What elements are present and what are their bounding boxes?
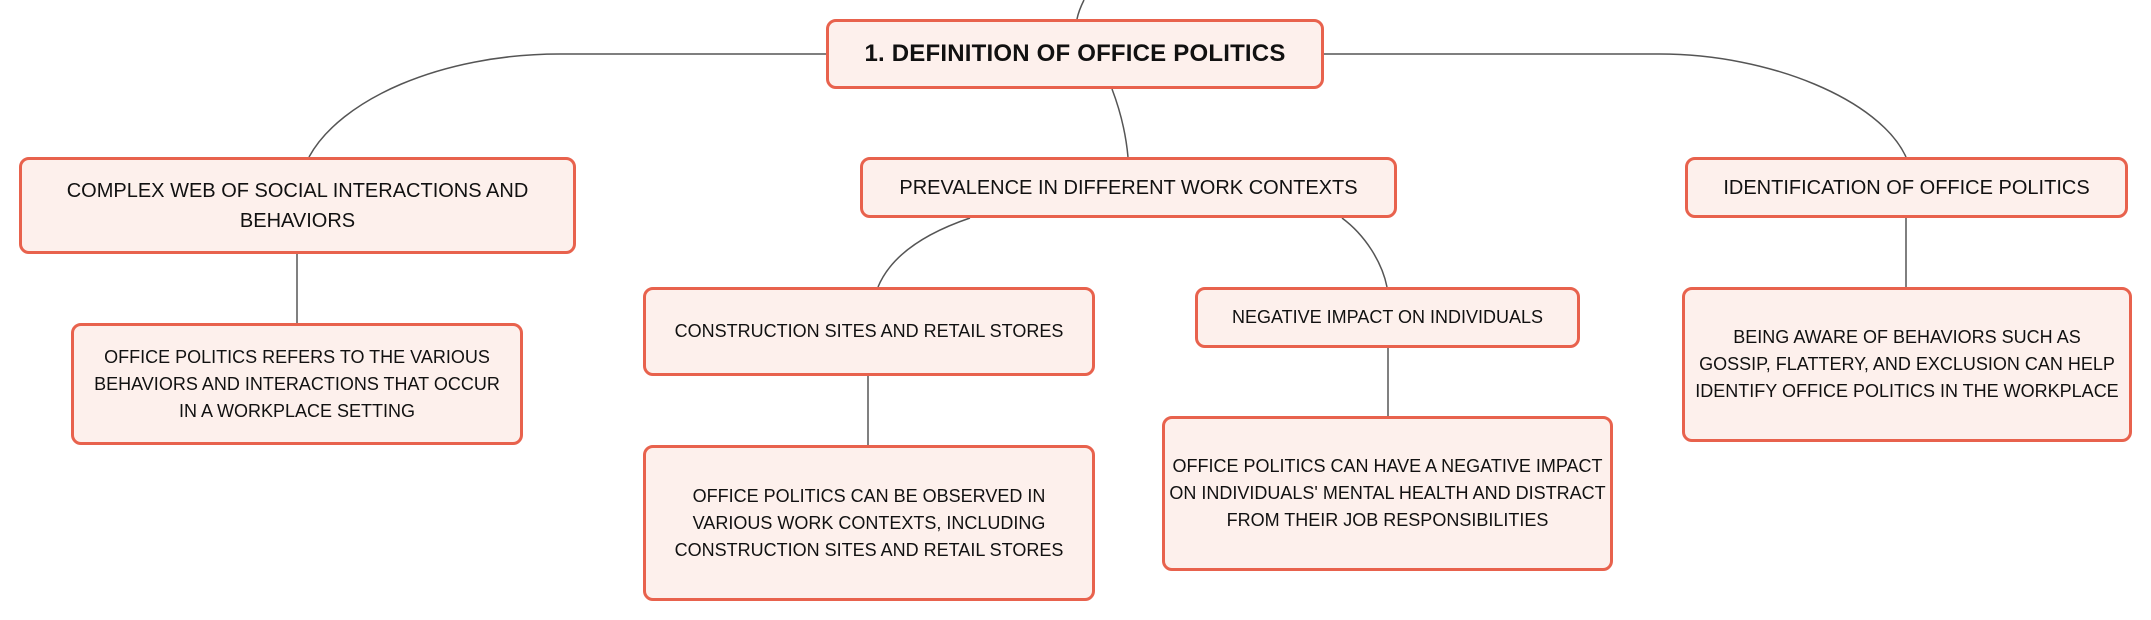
detail-complex-web-label: OFFICE POLITICS REFERS TO THE VARIOUS BE… <box>94 346 500 421</box>
detail-negative-impact-label: OFFICE POLITICS CAN HAVE A NEGATIVE IMPA… <box>1169 456 1606 530</box>
connector-root-to-identification <box>1324 53 1907 158</box>
detail-negative-impact-node[interactable]: OFFICE POLITICS CAN HAVE A NEGATIVE IMPA… <box>1162 416 1613 571</box>
topic-identification-node[interactable]: IDENTIFICATION OF OFFICE POLITICS <box>1685 157 2128 218</box>
detail-construction-label: OFFICE POLITICS CAN BE OBSERVED IN VARIO… <box>674 485 1064 560</box>
detail-complex-web-node[interactable]: OFFICE POLITICS REFERS TO THE VARIOUS BE… <box>71 323 523 445</box>
subtopic-construction-label: CONSTRUCTION SITES AND RETAIL STORES <box>674 321 1064 341</box>
topic-complex-web-node[interactable]: COMPLEX WEB OF SOCIAL INTERACTIONS AND B… <box>19 157 576 254</box>
connector-root-to-prevalence <box>1111 88 1129 158</box>
detail-construction-node[interactable]: OFFICE POLITICS CAN BE OBSERVED IN VARIO… <box>643 445 1095 601</box>
topic-identification-label: IDENTIFICATION OF OFFICE POLITICS <box>1723 176 2090 199</box>
root-topic-label: 1. DEFINITION OF OFFICE POLITICS <box>864 40 1286 67</box>
detail-identification-label: BEING AWARE OF BEHAVIORS SUCH AS GOSSIP,… <box>1695 327 2119 401</box>
topic-prevalence-label: PREVALENCE IN DIFFERENT WORK CONTEXTS <box>899 176 1358 199</box>
detail-identification-node[interactable]: BEING AWARE OF BEHAVIORS SUCH AS GOSSIP,… <box>1682 287 2132 442</box>
connector-root-to-complex <box>308 53 826 158</box>
connector-prevalence-to-construction <box>877 217 971 288</box>
subtopic-negative-impact-label: NEGATIVE IMPACT ON INDIVIDUALS <box>1231 307 1544 327</box>
subtopic-negative-impact-node[interactable]: NEGATIVE IMPACT ON INDIVIDUALS <box>1195 287 1580 348</box>
subtopic-construction-node[interactable]: CONSTRUCTION SITES AND RETAIL STORES <box>643 287 1095 376</box>
topic-prevalence-node[interactable]: PREVALENCE IN DIFFERENT WORK CONTEXTS <box>860 157 1397 218</box>
topic-complex-web-label: COMPLEX WEB OF SOCIAL INTERACTIONS AND B… <box>66 179 529 232</box>
connector-prevalence-to-negative <box>1341 217 1388 288</box>
root-topic-node[interactable]: 1. DEFINITION OF OFFICE POLITICS <box>826 19 1324 89</box>
connector-parent-to-root <box>1076 0 1085 20</box>
